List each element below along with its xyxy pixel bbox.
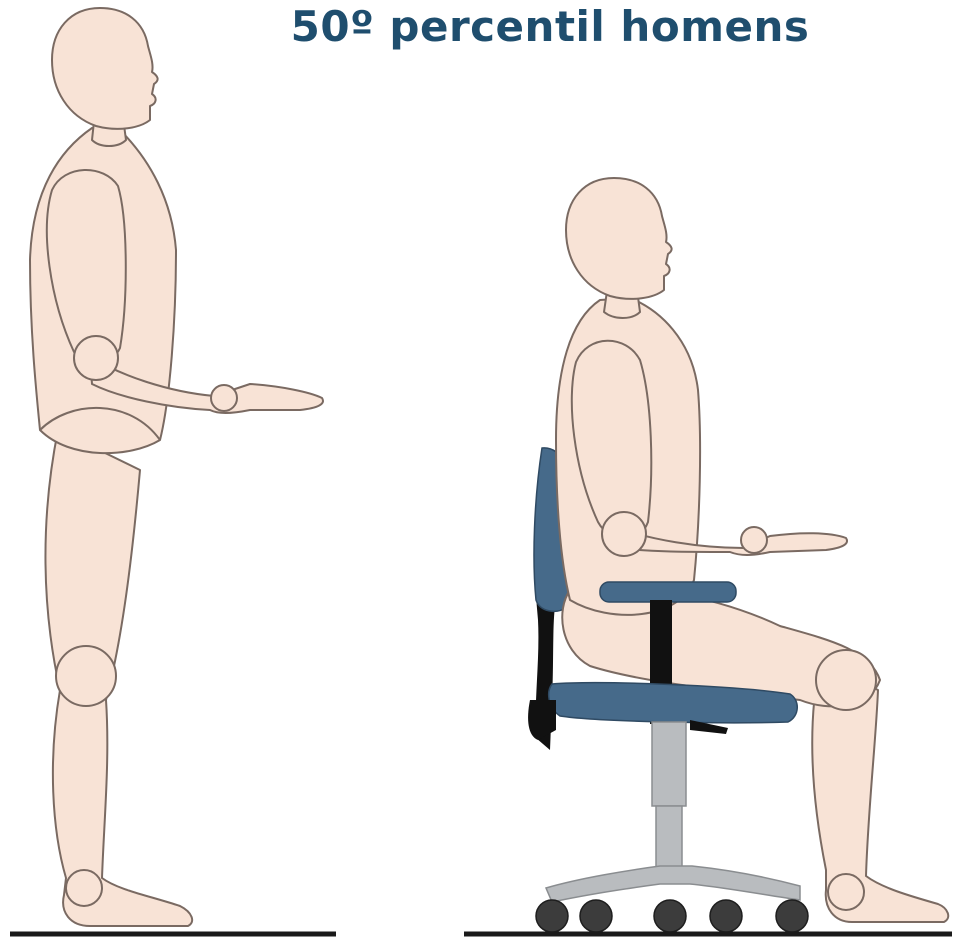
elbow-joint-seated — [602, 512, 646, 556]
standing-man — [30, 8, 323, 926]
ankle-joint-seated — [828, 874, 864, 910]
seated-man — [556, 178, 948, 922]
elbow-joint — [74, 336, 118, 380]
knee-joint-seated — [816, 650, 876, 710]
armrest — [600, 582, 736, 602]
ankle-joint — [66, 870, 102, 906]
wrist-joint-seated — [741, 527, 767, 553]
wrist-joint — [211, 385, 237, 411]
knee-joint — [56, 646, 116, 706]
